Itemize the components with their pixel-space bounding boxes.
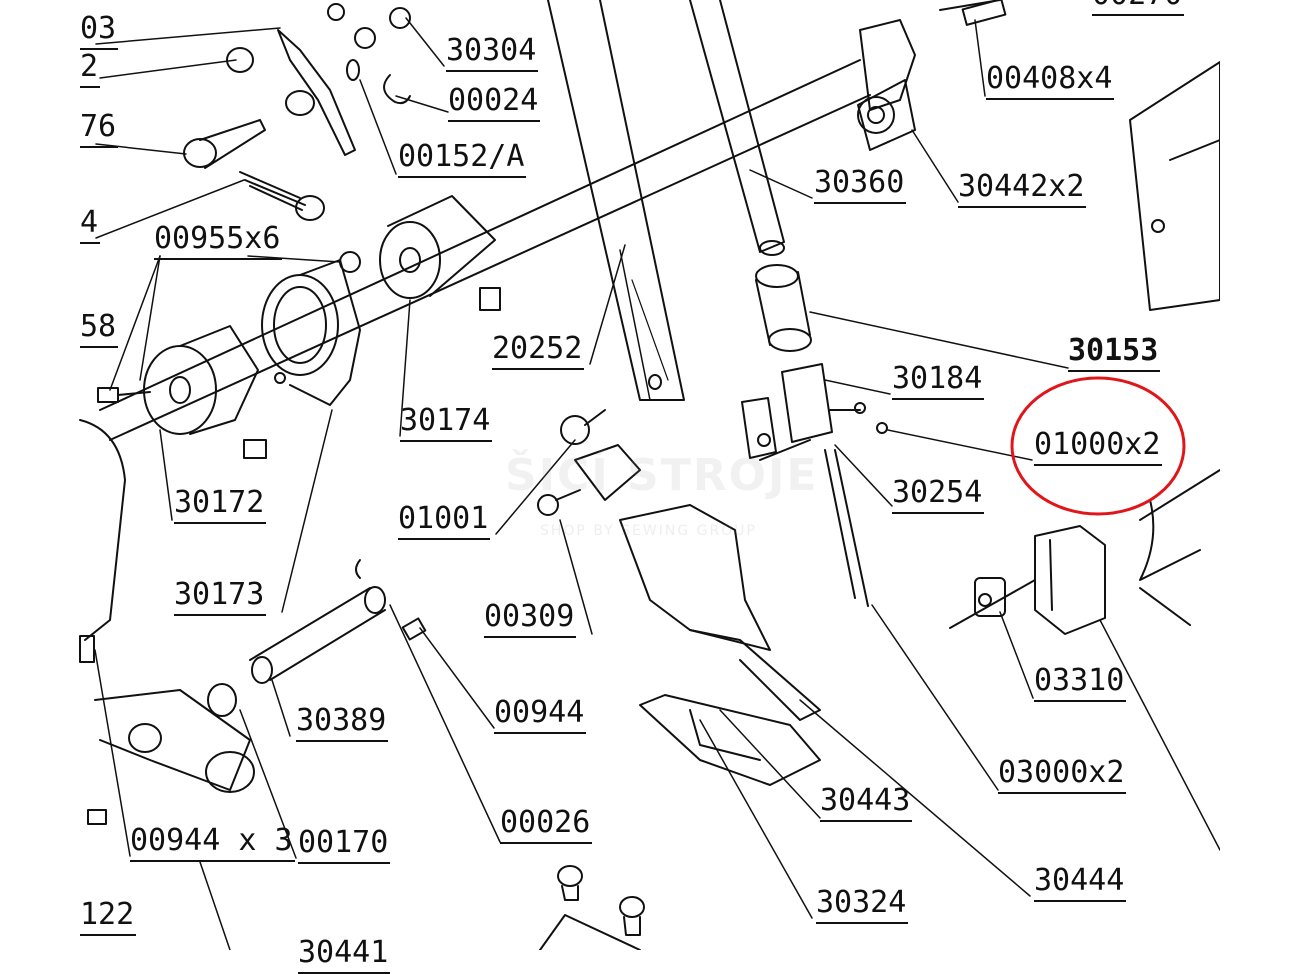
part-label-00309: 00309 xyxy=(484,600,577,638)
cylinder-30172 xyxy=(97,325,267,459)
part-label-01000x2: 01000x2 xyxy=(1034,428,1163,466)
part-label-76: 76 xyxy=(80,110,119,148)
part-label-00170: 00170 xyxy=(298,826,391,864)
part-label-30443: 30443 xyxy=(820,784,913,822)
ring-30173 xyxy=(261,259,361,406)
part-label-30173: 30173 xyxy=(174,578,267,616)
needles xyxy=(824,449,869,607)
part-label-30442x2: 30442x2 xyxy=(958,170,1087,208)
part-label-01001: 01001 xyxy=(398,502,491,540)
part-label-30324: 30324 xyxy=(816,886,909,924)
thread-guide-03310 xyxy=(949,469,1221,635)
leader-lines xyxy=(94,17,1221,950)
part-label-58: 58 xyxy=(80,310,119,348)
part-label-00026: 00026 xyxy=(500,806,593,844)
part-label-30441: 30441 xyxy=(298,936,391,974)
part-label-30153: 30153 xyxy=(1068,334,1161,372)
part-label-00944: 00944 xyxy=(494,696,587,734)
watermark-logo: ŠICÍ STROJE xyxy=(505,450,819,501)
link-parts xyxy=(183,3,411,221)
needle-clamp xyxy=(741,363,888,461)
watermark-subtitle: SHOP BY SEWING GROUP xyxy=(540,523,757,539)
part-label-2: 2 xyxy=(80,50,101,88)
part-label-00944x3: 00944 x 3 xyxy=(130,824,295,862)
cylinder-30174 xyxy=(339,195,501,311)
part-label-00955x6: 00955x6 xyxy=(154,222,283,260)
part-label-30304: 30304 xyxy=(446,34,539,72)
part-label-00152a: 00152/A xyxy=(398,140,527,178)
part-label-03000x2: 03000x2 xyxy=(998,756,1127,794)
highlight-circle xyxy=(1010,376,1186,516)
main-shaft xyxy=(99,59,871,441)
part-label-4: 4 xyxy=(80,206,101,244)
needle-bar xyxy=(689,0,785,256)
part-label-30184: 30184 xyxy=(892,362,985,400)
part-label-20252: 20252 xyxy=(492,332,585,370)
exploded-view-drawing xyxy=(79,0,1221,950)
part-label-00408x4: 00408x4 xyxy=(986,62,1115,100)
part-label-30174: 30174 xyxy=(400,404,493,442)
part-label-30444: 30444 xyxy=(1034,864,1127,902)
motor-plate xyxy=(857,0,1221,311)
bushing-30153 xyxy=(755,264,812,352)
part-label-30254: 30254 xyxy=(892,476,985,514)
part-label-30360: 30360 xyxy=(814,166,907,204)
part-label-30172: 30172 xyxy=(174,486,267,524)
left-margin xyxy=(0,0,78,950)
part-label-top-right: 00270 xyxy=(1092,0,1185,16)
presser-bar xyxy=(547,0,685,401)
part-label-122: 122 xyxy=(80,898,137,936)
lower-arm xyxy=(79,419,427,825)
part-label-03310: 03310 xyxy=(1034,664,1127,702)
right-margin xyxy=(1220,0,1300,950)
presser-foot xyxy=(537,409,821,786)
part-label-00024: 00024 xyxy=(448,84,541,122)
part-label-30389: 30389 xyxy=(296,704,389,742)
bottom-screws xyxy=(539,865,645,950)
part-label-03: 03 xyxy=(80,12,119,50)
